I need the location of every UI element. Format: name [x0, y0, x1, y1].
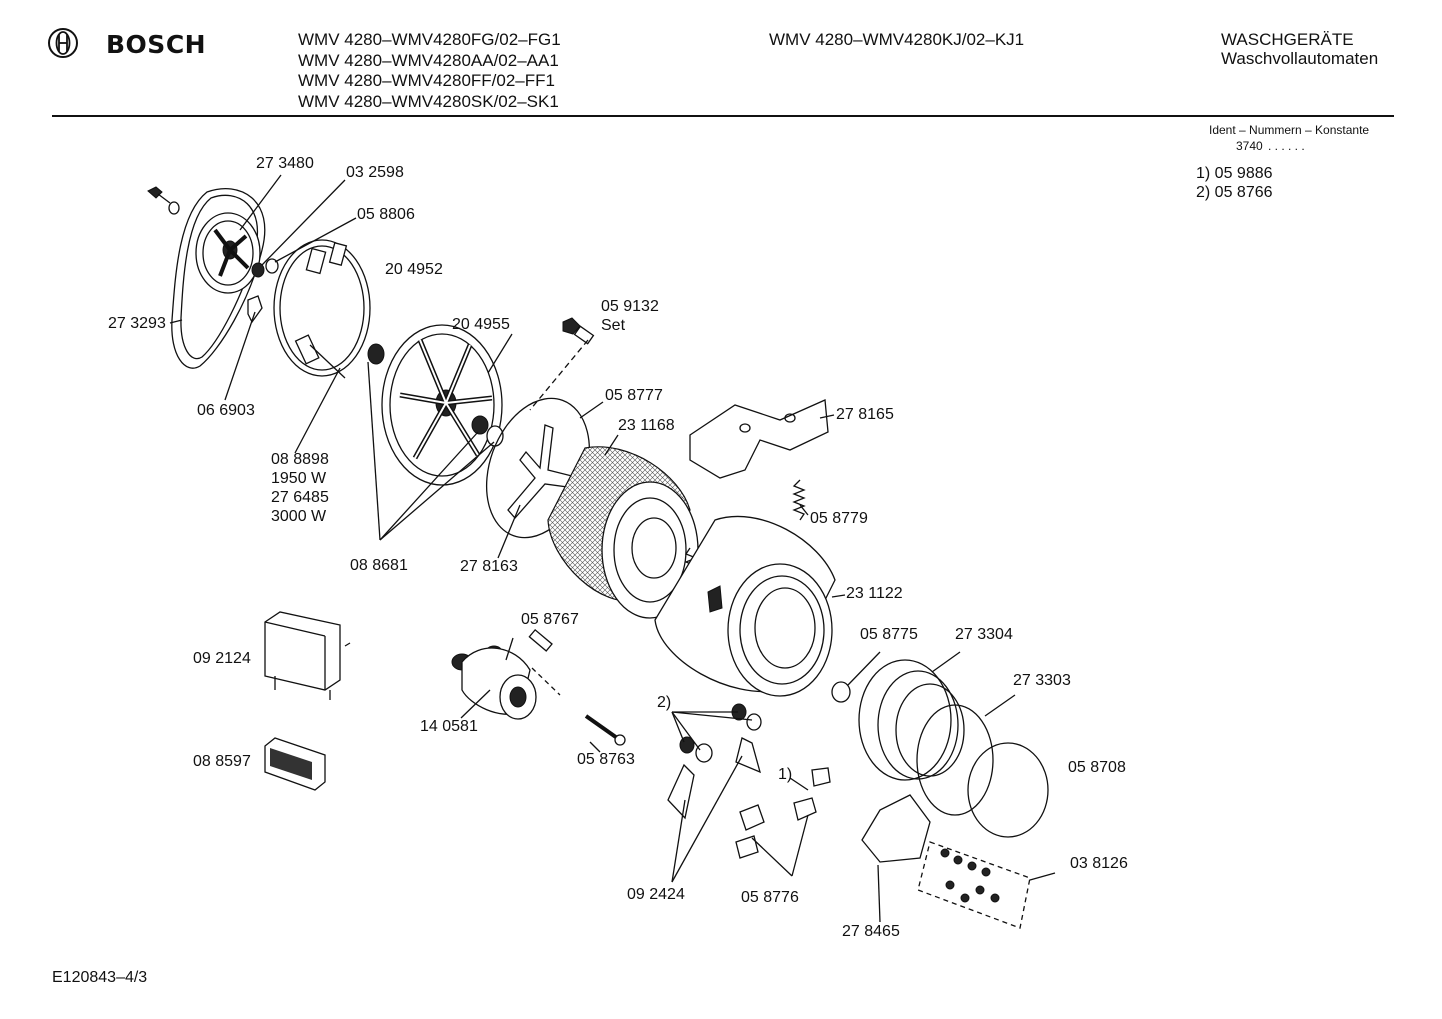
friction-bracket-left — [667, 763, 695, 820]
brand-wordmark: BOSCH — [106, 30, 207, 59]
part-label: 27 8465 — [842, 923, 900, 940]
category-subtitle: Waschvollautomaten — [1221, 49, 1379, 68]
part-label: 23 1168 — [618, 417, 675, 434]
drum-pulley — [195, 212, 261, 294]
header-divider — [52, 115, 1394, 117]
part-label: 05 8779 — [810, 510, 868, 527]
part-label: 27 6485 — [271, 489, 329, 506]
part-label: 2) — [657, 694, 672, 711]
part-label: 27 3480 — [256, 155, 314, 172]
part-label: 27 3304 — [955, 626, 1013, 643]
terminal-block — [917, 841, 1031, 929]
part-label: 09 2124 — [193, 650, 251, 667]
part-label: 05 8767 — [521, 611, 579, 628]
part-label: 27 8165 — [836, 406, 894, 423]
part-label: 05 8763 — [577, 751, 635, 768]
part-label: 27 3303 — [1013, 672, 1071, 689]
part-label: 05 8776 — [741, 889, 799, 906]
part-label: 09 2424 — [627, 886, 685, 903]
part-label: 08 8898 — [271, 451, 329, 468]
pump-cover — [861, 794, 931, 863]
part-label: 14 0581 — [420, 718, 478, 735]
bearing-part — [471, 415, 489, 435]
heater-ring — [273, 239, 371, 379]
leader-lines — [169, 174, 1056, 923]
door-gasket — [858, 659, 965, 781]
part-label: 27 8163 — [460, 558, 518, 575]
counterweight-block — [689, 399, 829, 479]
drive-motor — [451, 645, 561, 720]
document-id: E120843–4/3 — [52, 969, 148, 986]
model-line-mid: WMV 4280–WMV4280KJ/02–KJ1 — [769, 30, 1025, 49]
tub-seal — [831, 681, 851, 703]
ident-variant-1: 1) 05 9886 — [1196, 165, 1273, 182]
part-label: 05 8777 — [605, 387, 663, 404]
ident-dots: . . . . . . — [1268, 139, 1305, 153]
model-line-4: WMV 4280–WMV4280SK/02–SK1 — [298, 92, 559, 111]
outer-tub — [654, 515, 836, 697]
tub-rear-wall — [381, 324, 503, 486]
door-glass-seal — [967, 742, 1049, 838]
ident-variant-2: 2) 05 8766 — [1196, 184, 1273, 201]
part-label: 03 8126 — [1070, 855, 1128, 872]
clip-part — [247, 295, 263, 324]
model-line-3: WMV 4280–WMV4280FF/02–FF1 — [298, 71, 555, 90]
electronic-module — [264, 737, 326, 791]
part-label: 20 4955 — [452, 316, 510, 333]
bearing-part — [367, 343, 385, 365]
tub-spring-right — [792, 479, 806, 521]
part-label: 23 1122 — [846, 585, 903, 602]
screw-part — [147, 186, 180, 215]
carbon-brushes — [735, 767, 831, 859]
part-label: 20 4952 — [385, 261, 443, 278]
part-label: 08 8681 — [350, 557, 408, 574]
bosch-logo — [48, 28, 78, 58]
part-label: 06 6903 — [197, 402, 255, 419]
category-title: WASCHGERÄTE — [1221, 30, 1354, 49]
ident-title: Ident – Nummern – Konstante — [1209, 123, 1370, 137]
part-label: 1950 W — [271, 470, 327, 487]
gasket-clamp-ring — [916, 704, 994, 816]
ident-code: 3740 — [1236, 139, 1263, 153]
motor-brush — [528, 628, 553, 652]
part-label: 1) — [778, 766, 793, 783]
motor-bolt — [584, 714, 626, 746]
part-label: 08 8597 — [193, 753, 251, 770]
part-label: 05 9132 — [601, 298, 659, 315]
shock-washer-3 — [746, 713, 762, 731]
nut-part — [251, 262, 265, 278]
part-label: 05 8708 — [1068, 759, 1126, 776]
part-label: 05 8775 — [860, 626, 918, 643]
part-label: 03 2598 — [346, 164, 404, 181]
model-line-1: WMV 4280–WMV4280FG/02–FG1 — [298, 30, 561, 49]
part-label: 3000 W — [271, 508, 327, 525]
drum-axle-screw — [529, 317, 595, 411]
part-label: Set — [601, 317, 626, 334]
wash-drum — [547, 446, 699, 619]
part-label: 05 8806 — [357, 206, 415, 223]
shock-washer-2 — [695, 743, 713, 763]
suppressor-capacitor — [264, 611, 341, 700]
part-label: 27 3293 — [108, 315, 166, 332]
model-line-2: WMV 4280–WMV4280AA/02–AA1 — [298, 51, 559, 70]
friction-bracket-right — [735, 737, 761, 774]
drive-belt — [171, 188, 266, 369]
washer-part — [265, 258, 279, 274]
